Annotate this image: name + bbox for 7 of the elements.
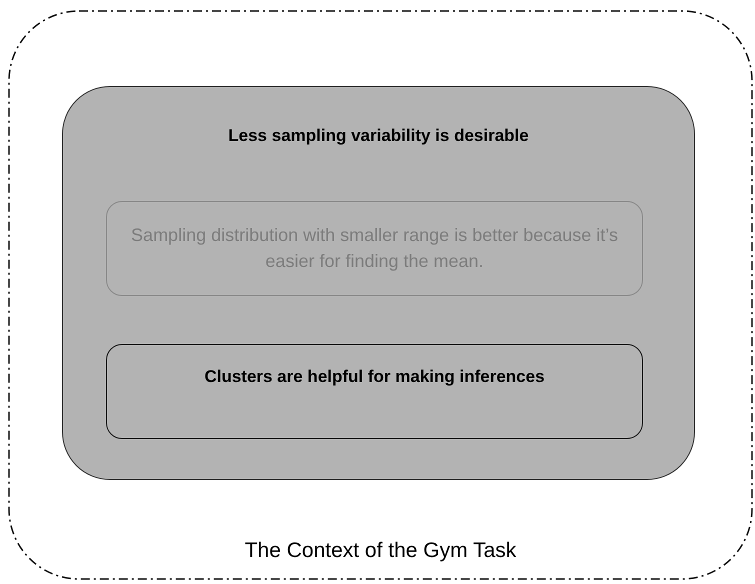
note-box: [106, 201, 643, 296]
claim-box: [106, 344, 643, 439]
panel-heading: Less sampling variability is desirable: [227, 125, 530, 147]
frame-title: The Context of the Gym Task: [244, 538, 518, 564]
context-frame: [8, 10, 753, 580]
box-text: Clusters are helpful for making inferences: [203, 366, 546, 388]
group-panel: [62, 86, 695, 480]
